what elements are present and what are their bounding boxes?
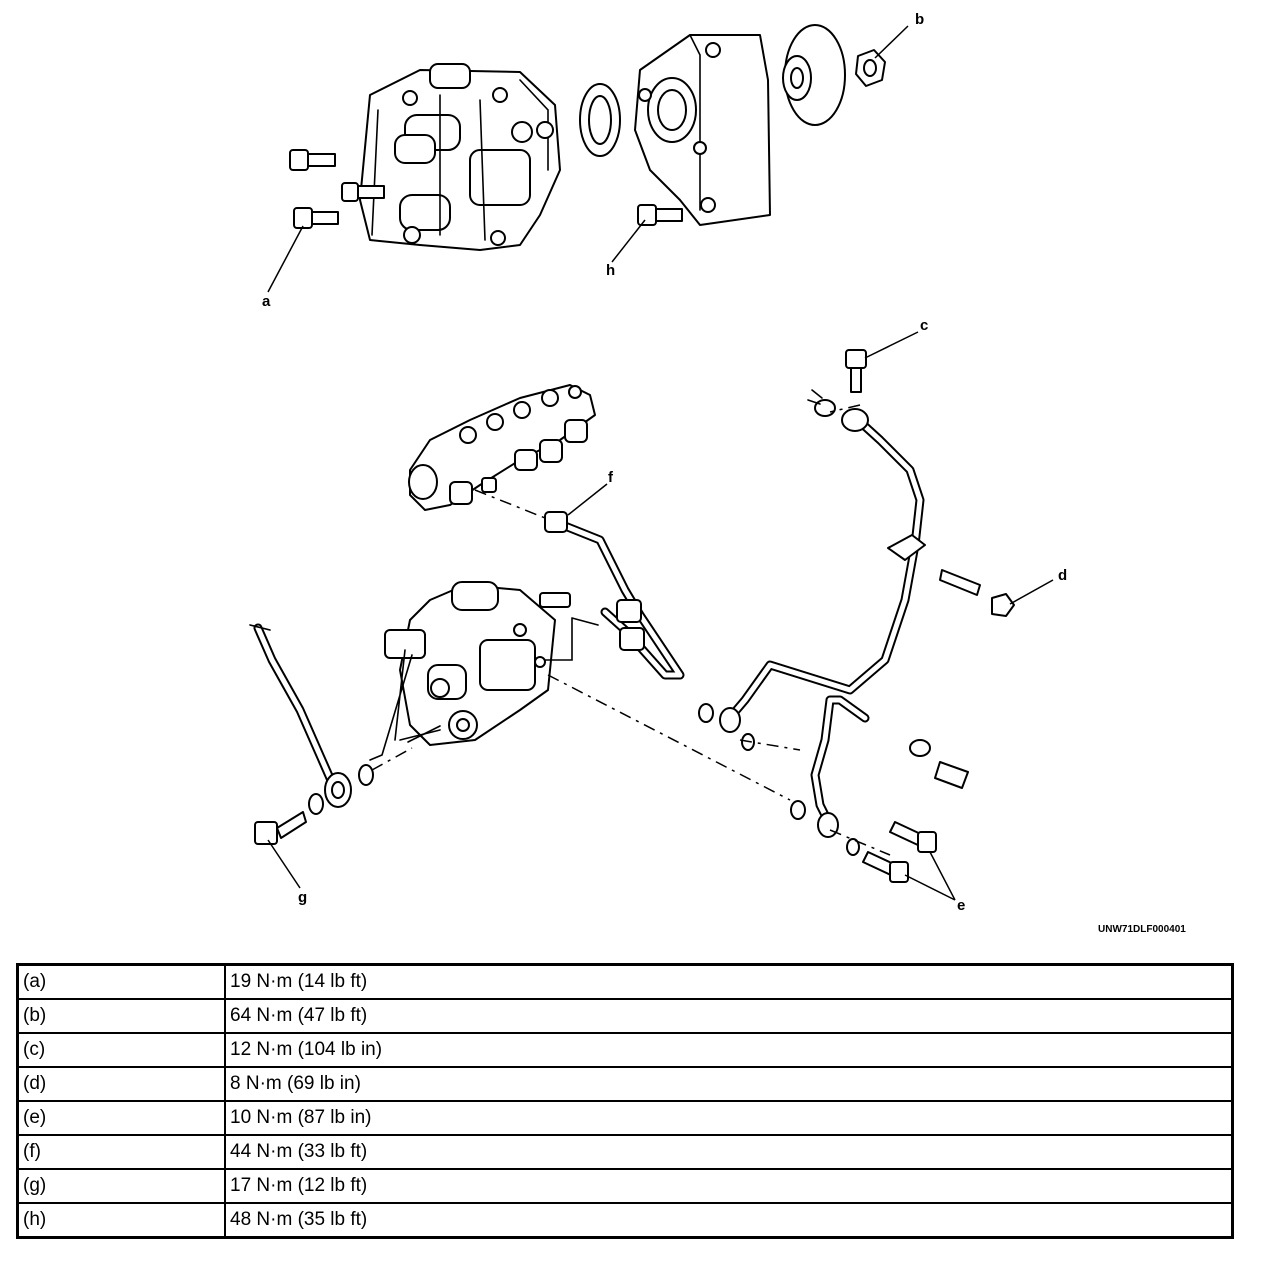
oil-seal — [579, 83, 621, 157]
torque-value: 12 N·m (104 lb in) — [224, 1032, 1234, 1068]
drive-gear — [782, 24, 846, 126]
bolt-c — [845, 349, 867, 393]
fastener-key: (h) — [16, 1202, 226, 1239]
stud-and-nut-d — [939, 569, 1015, 617]
bolts-e — [862, 821, 937, 883]
torque-value: 44 N·m (33 lb ft) — [224, 1134, 1234, 1170]
table-row: (e) 10 N·m (87 lb in) — [16, 1100, 1234, 1136]
callout-a: a — [262, 293, 271, 310]
fastener-key: (c) — [16, 1032, 226, 1068]
injection-pump-lower — [358, 581, 571, 786]
fastener-key: (g) — [16, 1168, 226, 1204]
torque-value: 10 N·m (87 lb in) — [224, 1100, 1234, 1136]
callout-h: h — [606, 262, 615, 279]
callout-e: e — [957, 897, 965, 914]
table-row: (d) 8 N·m (69 lb in) — [16, 1066, 1234, 1102]
torque-value: 48 N·m (35 lb ft) — [224, 1202, 1234, 1239]
injection-pump-upper — [359, 63, 561, 251]
callout-f: f — [608, 469, 614, 486]
bolts-a — [289, 149, 385, 229]
fastener-key: (f) — [16, 1134, 226, 1170]
exploded-view-diagram: a b c d e f g h UNW71DLF000401 — [249, 11, 1186, 935]
callout-c: c — [920, 317, 928, 334]
fastener-key: (b) — [16, 998, 226, 1034]
fastener-key: (d) — [16, 1066, 226, 1102]
torque-value: 64 N·m (47 lb ft) — [224, 998, 1234, 1034]
leader-lines — [267, 25, 1054, 901]
bolt-h — [637, 204, 683, 226]
hose-and-clamp — [909, 739, 969, 789]
torque-value: 19 N·m (14 lb ft) — [224, 963, 1234, 1000]
table-row: (b) 64 N·m (47 lb ft) — [16, 998, 1234, 1034]
fastener-key: (e) — [16, 1100, 226, 1136]
table-row: (f) 44 N·m (33 lb ft) — [16, 1134, 1234, 1170]
torque-value: 17 N·m (12 lb ft) — [224, 1168, 1234, 1204]
fuel-pipe-f — [544, 511, 685, 680]
bolt-g — [254, 811, 307, 845]
callout-d: d — [1058, 567, 1067, 584]
table-row: (a) 19 N·m (14 lb ft) — [16, 963, 1234, 1000]
return-pipe-g — [249, 623, 352, 815]
torque-value: 8 N·m (69 lb in) — [224, 1066, 1234, 1102]
fastener-key: (a) — [16, 963, 226, 1000]
figure-code: UNW71DLF000401 — [1098, 924, 1186, 935]
table-row: (h) 48 N·m (35 lb ft) — [16, 1202, 1234, 1239]
torque-spec-table: (a) 19 N·m (14 lb ft) (b) 64 N·m (47 lb … — [16, 963, 1234, 1239]
common-rail — [408, 384, 596, 511]
pump-housing-cover — [634, 34, 771, 226]
callout-g: g — [298, 889, 307, 906]
table-row: (c) 12 N·m (104 lb in) — [16, 1032, 1234, 1068]
callout-b: b — [915, 11, 924, 28]
table-row: (g) 17 N·m (12 lb ft) — [16, 1168, 1234, 1204]
leak-off-pipe — [698, 389, 926, 856]
nut-b — [855, 49, 886, 87]
